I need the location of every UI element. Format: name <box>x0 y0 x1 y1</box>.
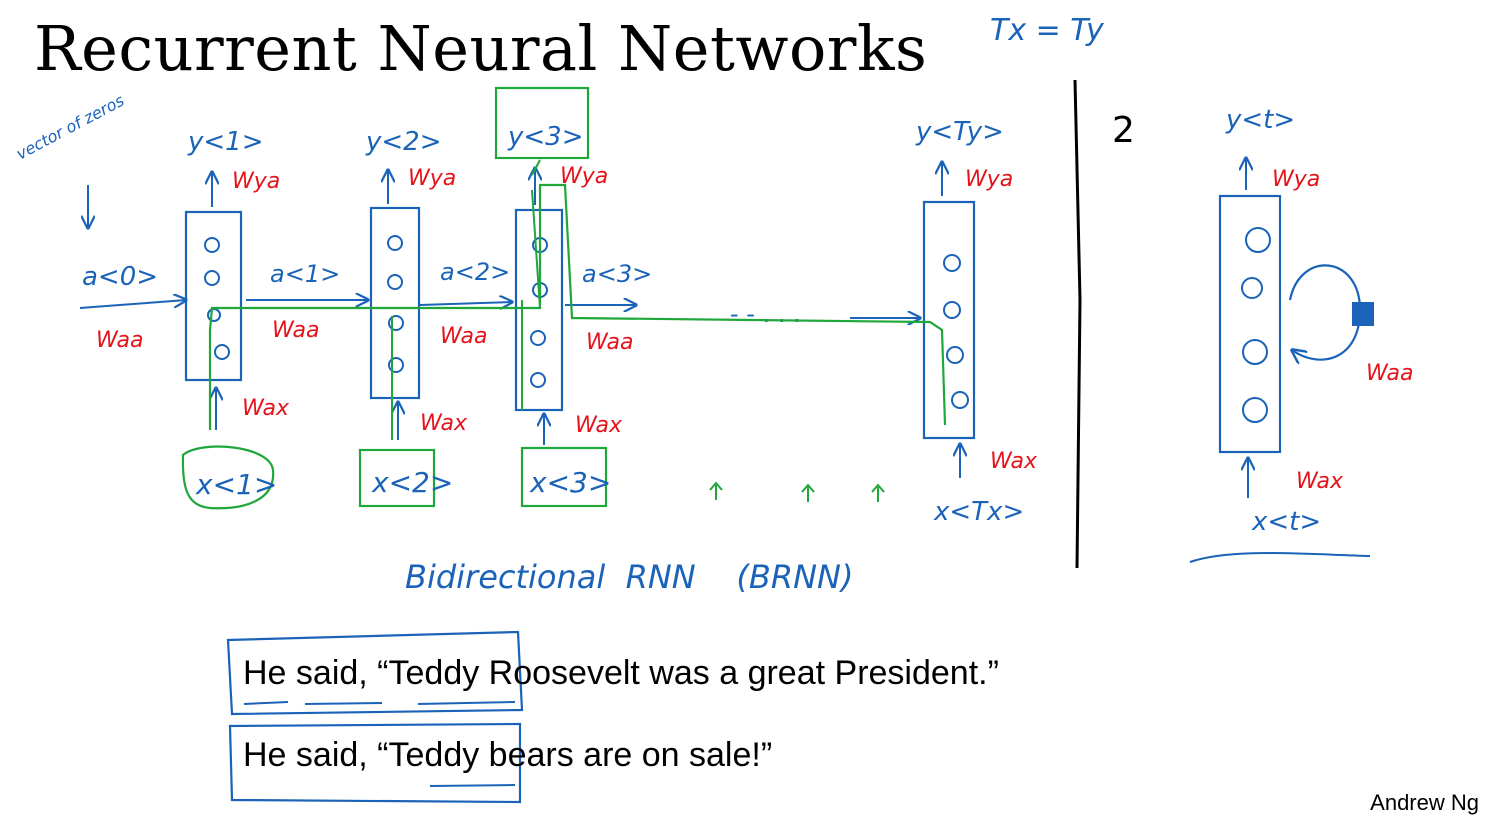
y3-label: y<3> <box>507 122 584 152</box>
vector-of-zeros-note: vector of zeros <box>13 91 127 164</box>
sentence-1-box <box>226 630 524 716</box>
ellipsis-dots: - - . . . <box>730 300 801 328</box>
a1-label: a<1> <box>270 260 340 288</box>
example-sentence-1: He said, “Teddy Roosevelt was a great Pr… <box>243 654 999 692</box>
section-number: 2 <box>1112 110 1135 151</box>
brnn-label: Bidirectional RNN (BRNN) <box>405 558 853 596</box>
compact-x-label: x<t> <box>1251 507 1321 537</box>
wax-label-last: Wax <box>990 449 1038 474</box>
wax-label-2: Wax <box>420 411 468 436</box>
y1-label: y<1> <box>187 127 264 157</box>
compact-y-label: y<t> <box>1225 105 1295 135</box>
a0-arrow <box>79 300 186 309</box>
green-info-path <box>208 183 947 430</box>
x2-green-box <box>358 448 436 508</box>
green-info-path-2 <box>391 159 541 440</box>
wya-label-2: Wya <box>408 166 456 191</box>
wax-label-1: Wax <box>242 396 290 421</box>
author-credit: Andrew Ng <box>1370 790 1479 815</box>
compact-delay-square <box>1352 302 1374 326</box>
rnn-cell-last <box>922 200 976 440</box>
wya-label-1: Wya <box>232 169 280 194</box>
yTy-label: y<Ty> <box>915 117 1004 147</box>
tx-equals-ty-note: Tx = Ty <box>990 13 1105 48</box>
slide-title: Recurrent Neural Networks <box>34 12 928 85</box>
a3-label: a<3> <box>582 260 652 288</box>
rnn-cell-2 <box>369 206 421 400</box>
compact-wya-label: Wya <box>1272 167 1320 192</box>
compact-underline <box>1189 552 1371 563</box>
waa-label-3: Waa <box>586 330 634 355</box>
a2-label: a<2> <box>440 258 510 286</box>
compact-rnn-cell <box>1218 194 1282 454</box>
x1-label: x<1> <box>195 468 277 501</box>
green-input-ticks <box>709 481 885 502</box>
sentence-underlines <box>243 701 516 787</box>
x2-label: x<2> <box>371 466 453 499</box>
x1-green-box <box>181 445 275 510</box>
compact-wax-label: Wax <box>1296 469 1344 494</box>
compact-waa-label: Waa <box>1366 361 1414 386</box>
waa-label-0: Waa <box>96 328 144 353</box>
waa-label-2: Waa <box>440 324 488 349</box>
a2-arrow <box>419 302 512 305</box>
y3-green-box <box>494 86 590 160</box>
a0-label: a<0> <box>82 262 158 292</box>
x3-label: x<3> <box>529 466 611 499</box>
wya-label-3: Wya <box>560 164 608 189</box>
section-divider <box>1073 79 1082 569</box>
waa-label-1: Waa <box>272 318 320 343</box>
wya-label-last: Wya <box>965 167 1013 192</box>
sentence-2-box <box>228 722 522 804</box>
wax-label-3: Wax <box>575 413 623 438</box>
compact-recurrent-loop <box>1290 264 1362 359</box>
y2-label: y<2> <box>365 127 442 157</box>
x3-green-box <box>520 446 608 508</box>
example-sentence-2: He said, “Teddy bears are on sale!” <box>243 736 773 774</box>
xTx-label: x<Tx> <box>933 497 1024 527</box>
rnn-cell-1 <box>184 210 243 382</box>
